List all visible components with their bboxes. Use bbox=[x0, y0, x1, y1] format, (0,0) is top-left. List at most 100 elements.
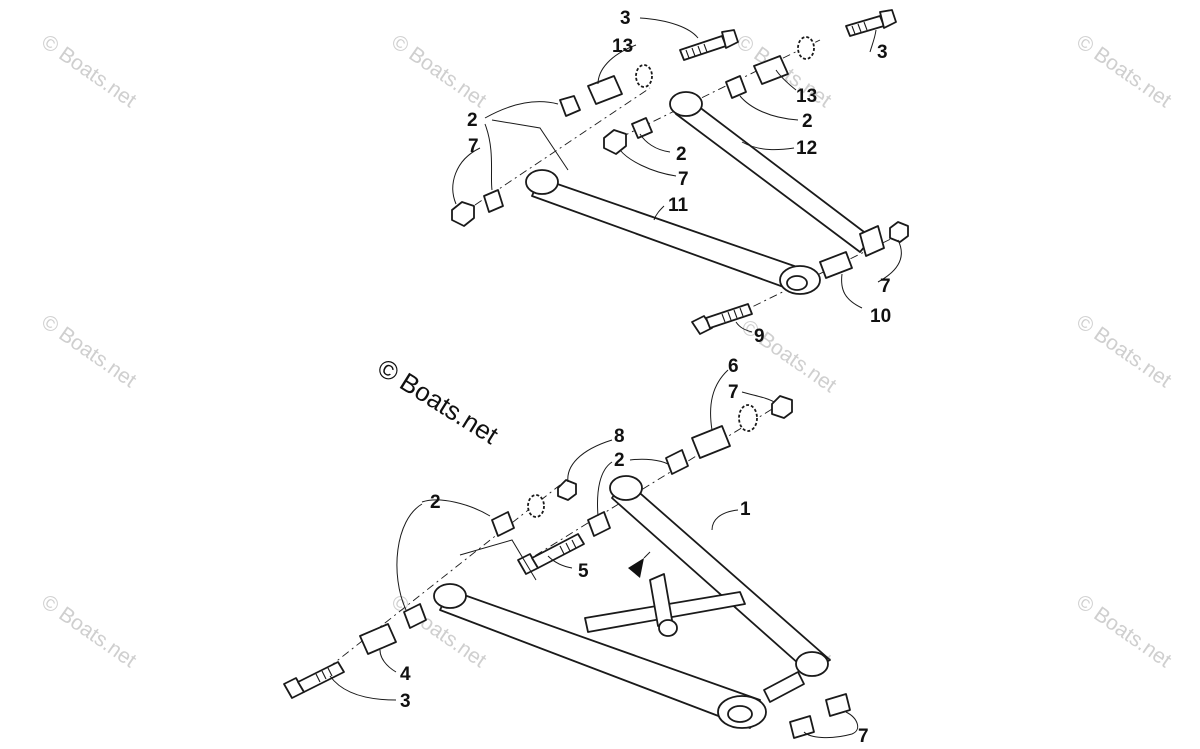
hex-nut-7 bbox=[557, 479, 577, 501]
leader-line bbox=[484, 101, 559, 191]
assembly-axis bbox=[299, 484, 561, 691]
callout-12: 12 bbox=[796, 138, 817, 159]
lower-front-pivot-eye bbox=[609, 475, 643, 501]
callout-6: 6 bbox=[728, 356, 739, 377]
bushing-2 bbox=[483, 189, 504, 213]
callout-4: 4 bbox=[400, 664, 411, 685]
watermark-text: © Boats.net bbox=[37, 590, 140, 672]
callout-1: 1 bbox=[740, 499, 751, 520]
callout-7: 7 bbox=[728, 382, 739, 403]
bolt-3 bbox=[679, 29, 739, 61]
leader-line bbox=[741, 141, 795, 151]
washer bbox=[738, 404, 758, 432]
leader-line bbox=[735, 321, 753, 333]
callout-2: 2 bbox=[614, 450, 625, 471]
callout-11: 11 bbox=[668, 195, 689, 216]
upper-front-pivot-eye bbox=[669, 91, 703, 117]
lower-arm-front-tube bbox=[611, 479, 831, 673]
callout-2: 2 bbox=[430, 492, 441, 513]
washer bbox=[797, 36, 815, 60]
watermark-text: © Boats.net bbox=[387, 30, 490, 112]
leader-line bbox=[491, 119, 569, 171]
upper-a-arm-assembly bbox=[451, 9, 909, 335]
callout-3: 3 bbox=[877, 42, 888, 63]
sleeve-13 bbox=[753, 55, 789, 85]
watermarks: © Boats.net © Boats.net © Boats.net © Bo… bbox=[37, 30, 1175, 672]
leader-line bbox=[379, 649, 397, 673]
leader-line bbox=[739, 95, 799, 121]
watermark-text: © Boats.net bbox=[1072, 590, 1175, 672]
callout-7: 7 bbox=[678, 169, 689, 190]
callout-3: 3 bbox=[620, 8, 631, 29]
upper-arm-outer-mount bbox=[859, 225, 885, 257]
leader-line bbox=[639, 17, 699, 39]
bolt-3 bbox=[283, 661, 345, 699]
leader-line bbox=[597, 44, 637, 85]
callout-9: 9 bbox=[754, 326, 765, 347]
bolt-5 bbox=[517, 533, 585, 575]
callout-2: 2 bbox=[802, 111, 813, 132]
lower-a-arm-assembly bbox=[283, 395, 851, 739]
bolt-9 bbox=[691, 303, 753, 335]
bushing-2 bbox=[403, 603, 427, 629]
upper-rear-pivot-eye bbox=[525, 169, 559, 195]
upper-arm-tube-11 bbox=[531, 177, 801, 291]
watermark-text: © Boats.net bbox=[37, 30, 140, 112]
bushing-2 bbox=[491, 511, 515, 537]
leader-line bbox=[803, 711, 859, 739]
front-direction-arrow bbox=[628, 558, 644, 578]
bushing-2 bbox=[631, 117, 653, 139]
leader-line bbox=[869, 29, 877, 53]
hex-nut-7 bbox=[771, 395, 793, 419]
leader-line bbox=[567, 439, 613, 483]
watermark-text: © Boats.net bbox=[1072, 310, 1175, 392]
callout-7: 7 bbox=[880, 276, 891, 297]
callout-13: 13 bbox=[796, 86, 817, 107]
lower-rear-pivot-eye bbox=[433, 583, 467, 609]
leader-line bbox=[741, 391, 775, 403]
leader-line bbox=[329, 675, 397, 701]
leader-line bbox=[452, 147, 481, 205]
lower-outer-eye bbox=[795, 651, 829, 677]
hex-nut-7 bbox=[889, 221, 909, 243]
leader-line bbox=[877, 239, 902, 283]
callout-5: 5 bbox=[578, 561, 589, 582]
leader-line bbox=[396, 503, 423, 611]
shock-mount-boss bbox=[658, 619, 678, 637]
lower-outer-pin bbox=[763, 671, 805, 703]
leader-line bbox=[841, 273, 863, 309]
ball-joint-bore bbox=[786, 275, 808, 291]
callout-13: 13 bbox=[612, 36, 633, 57]
bushing-2 bbox=[665, 449, 689, 475]
bushing-8 bbox=[789, 715, 815, 739]
watermark-text: © Boats.net bbox=[1072, 30, 1175, 112]
bushing-2 bbox=[587, 511, 611, 537]
leader-line bbox=[711, 509, 739, 531]
leader-line bbox=[619, 149, 677, 177]
sleeve-10 bbox=[819, 251, 853, 279]
callout-3: 3 bbox=[400, 691, 411, 712]
watermark-text: © Boats.net bbox=[37, 310, 140, 392]
leader-line bbox=[459, 539, 537, 581]
watermark-text: © Boats.net bbox=[737, 315, 840, 397]
sleeve-13 bbox=[587, 75, 623, 105]
leader-line bbox=[710, 369, 729, 431]
bolt-3 bbox=[845, 9, 897, 37]
leader-line bbox=[597, 461, 613, 517]
leader-line bbox=[653, 205, 665, 221]
leader-line bbox=[639, 133, 671, 153]
bushing-8 bbox=[825, 693, 851, 717]
hex-nut-7 bbox=[603, 129, 627, 155]
bushing-2 bbox=[725, 75, 747, 99]
upper-arm-tube-12 bbox=[675, 99, 873, 253]
callout-labels: 3 13 2 7 3 13 2 2 12 7 11 7 10 9 6 7 8 2… bbox=[400, 8, 891, 747]
callout-2: 2 bbox=[467, 110, 478, 131]
sleeve-4 bbox=[359, 623, 397, 655]
leader-lines bbox=[329, 17, 902, 739]
callout-10: 10 bbox=[870, 306, 891, 327]
callout-7: 8 bbox=[614, 426, 625, 447]
washer bbox=[635, 64, 653, 88]
washer bbox=[527, 494, 545, 518]
